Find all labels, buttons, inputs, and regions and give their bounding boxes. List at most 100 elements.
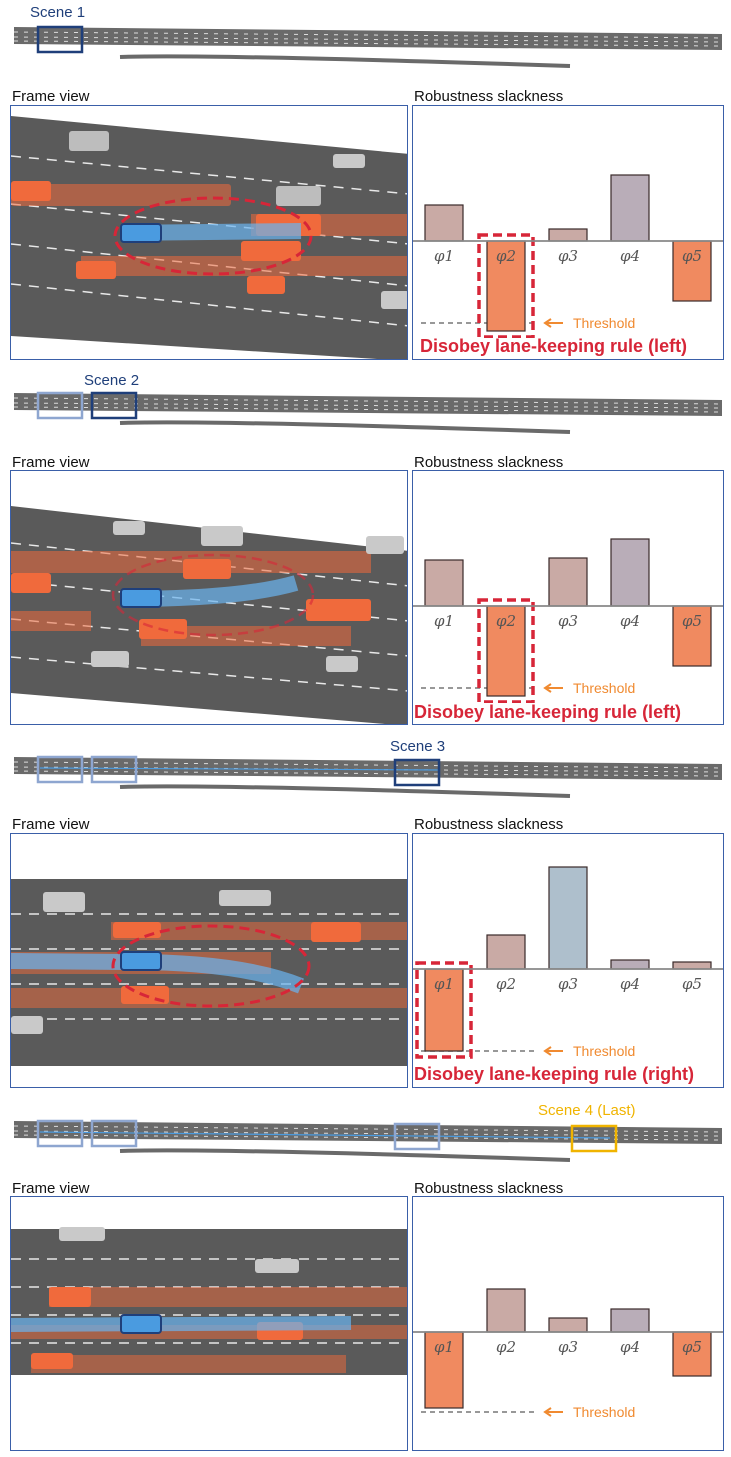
robustness-bar-5 <box>672 240 712 302</box>
robustness-bar-5 <box>672 1331 712 1377</box>
robustness-label-3: Robustness slackness <box>414 816 564 833</box>
vehicle <box>113 922 161 938</box>
category-label-3: φ3 <box>558 612 578 630</box>
threshold-label: Threshold <box>573 1404 635 1420</box>
vehicle <box>11 573 51 593</box>
frame-view-panel-1 <box>10 105 408 360</box>
robustness-bar-3 <box>548 866 588 970</box>
vehicle <box>69 131 109 151</box>
vehicle <box>219 890 271 906</box>
category-label-1: φ1 <box>434 975 454 993</box>
category-label-2: φ2 <box>496 247 516 265</box>
frame-view-panel-4 <box>10 1196 408 1451</box>
scene-4-marker <box>570 1124 618 1153</box>
threshold-arrow <box>543 683 563 693</box>
robustness-bar-5 <box>672 961 712 970</box>
violation-highlight <box>477 598 535 704</box>
violation-ellipse <box>113 196 313 276</box>
category-label-3: φ3 <box>558 975 578 993</box>
vehicle <box>11 1016 43 1034</box>
scene-1-marker <box>36 1119 84 1148</box>
frame-view-label-2: Frame view <box>12 454 90 471</box>
robustness-bar-3 <box>548 557 588 607</box>
robustness-bar-1 <box>424 204 464 242</box>
violation-highlight <box>415 961 473 1059</box>
threshold-label: Threshold <box>573 680 635 696</box>
scene-4-label: Scene 4 (Last) <box>538 1102 636 1119</box>
ego-path <box>39 767 441 771</box>
vehicle <box>43 892 85 912</box>
scene-3-marker <box>393 1122 441 1151</box>
robustness-bar-1 <box>424 559 464 607</box>
robustness-bar-4 <box>610 538 650 607</box>
robustness-bar-2 <box>486 240 526 332</box>
threshold-arrow <box>543 318 563 328</box>
category-label-4: φ4 <box>620 1338 640 1356</box>
scene-1-overview-map <box>13 25 723 68</box>
scene-1-marker <box>36 391 84 420</box>
scene-3-marker <box>393 758 441 787</box>
violation-text-2: Disobey lane-keeping rule (left) <box>414 702 682 722</box>
scene-2-label: Scene 2 <box>84 372 140 389</box>
category-label-5: φ5 <box>682 612 702 630</box>
scene-1-marker <box>36 25 84 54</box>
ego-vehicle <box>120 1314 162 1334</box>
frame-view-panel-3 <box>10 833 408 1088</box>
vehicle <box>306 599 371 621</box>
threshold-arrow <box>543 1407 563 1417</box>
vehicle <box>91 651 129 667</box>
category-label-2: φ2 <box>496 1338 516 1356</box>
frame-view-label-1: Frame view <box>12 88 90 105</box>
vehicle <box>59 1227 105 1241</box>
scene-2-overview-map <box>13 391 723 434</box>
vehicle <box>276 186 321 206</box>
category-label-4: φ4 <box>620 975 640 993</box>
robustness-label-4: Robustness slackness <box>414 1180 564 1197</box>
violation-highlight <box>477 233 535 339</box>
frame-view-panel-2 <box>10 470 408 725</box>
scene-2-marker <box>90 1119 138 1148</box>
vehicle <box>183 559 231 579</box>
category-label-5: φ5 <box>682 1338 702 1356</box>
violation-ellipse <box>111 924 311 1008</box>
robustness-chart-4: Threshold φ1 φ2 φ3 φ4 φ5 <box>413 1288 723 1420</box>
robustness-bar-3 <box>548 228 588 242</box>
category-label-4: φ4 <box>620 612 640 630</box>
category-label-3: φ3 <box>558 247 578 265</box>
ego-vehicle <box>120 951 162 971</box>
category-label-1: φ1 <box>434 247 454 265</box>
category-label-5: φ5 <box>682 247 702 265</box>
threshold-arrow <box>543 1046 563 1056</box>
vehicle <box>326 656 358 672</box>
category-label-5: φ5 <box>682 975 702 993</box>
violation-text-3: Disobey lane-keeping rule (right) <box>414 1064 695 1084</box>
threshold-label: Threshold <box>573 315 635 331</box>
vehicle <box>247 276 285 294</box>
vehicle <box>11 181 51 201</box>
vehicle <box>381 291 407 309</box>
frame-view-label-3: Frame view <box>12 816 90 833</box>
robustness-bar-4 <box>610 1308 650 1333</box>
vehicle <box>366 536 404 554</box>
robustness-bar-1 <box>424 1331 464 1409</box>
category-label-1: φ1 <box>434 1338 454 1356</box>
vehicle <box>311 922 361 942</box>
vehicle <box>333 154 365 168</box>
frame-view-label-4: Frame view <box>12 1180 90 1197</box>
vehicle <box>241 241 301 261</box>
robustness-bar-3 <box>548 1317 588 1333</box>
robustness-panel-4: Threshold φ1 φ2 φ3 φ4 φ5 <box>412 1196 724 1451</box>
robustness-bar-2 <box>486 605 526 697</box>
robustness-bar-5 <box>672 605 712 667</box>
scene-3-label: Scene 3 <box>390 738 446 755</box>
ego-vehicle <box>120 223 162 243</box>
category-label-3: φ3 <box>558 1338 578 1356</box>
ego-trajectory <box>11 1316 352 1332</box>
scene-2-marker <box>90 755 138 784</box>
robustness-bar-2 <box>486 1288 526 1333</box>
violation-ellipse <box>111 553 315 637</box>
